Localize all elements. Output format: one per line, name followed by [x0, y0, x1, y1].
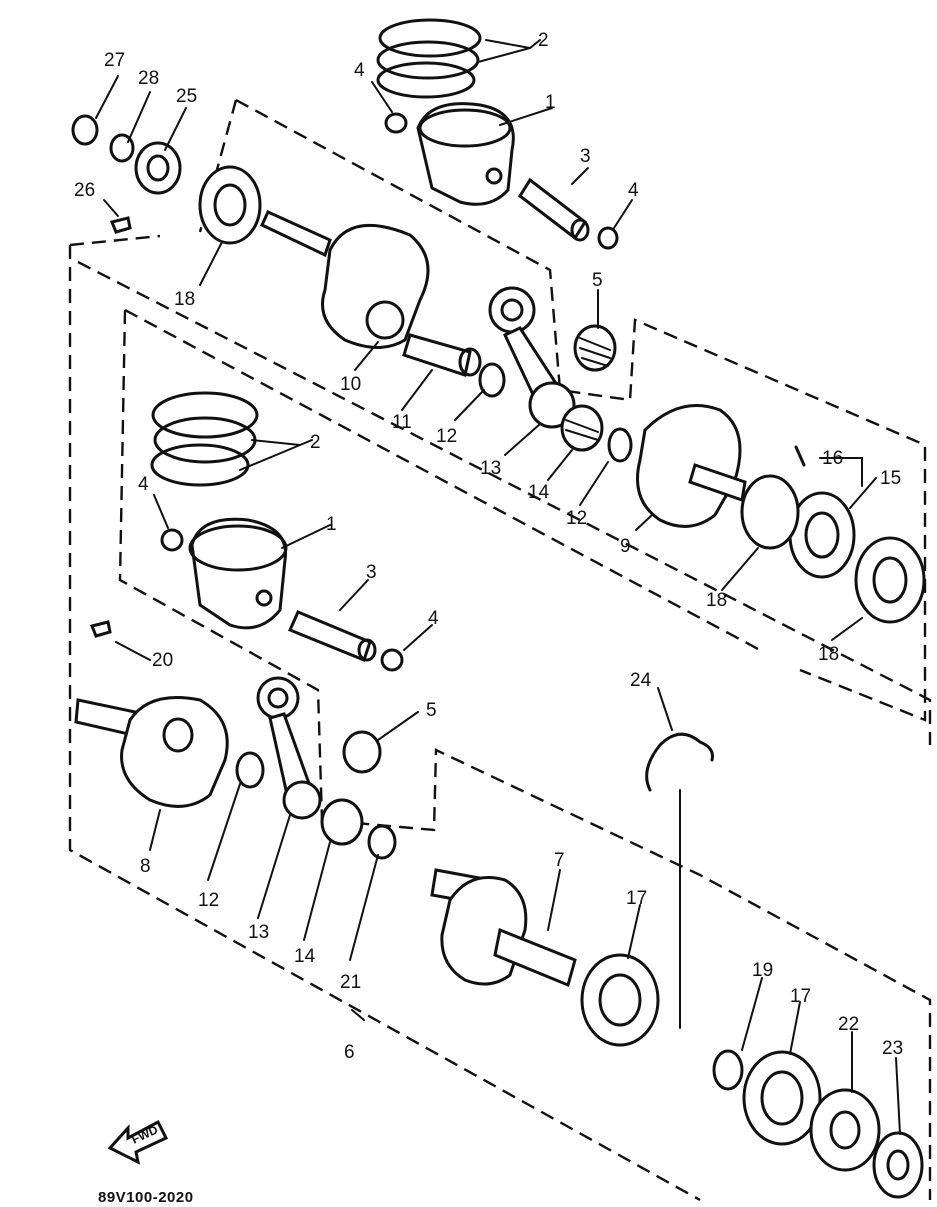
leader-lines: [95, 39, 901, 1135]
assembly-outlines: [68, 98, 932, 1202]
label-7: 7: [554, 850, 565, 871]
connecting-rod-lower: [256, 676, 322, 820]
connecting-rod-upper: [488, 286, 576, 429]
outline-middle-crank: [118, 309, 932, 1200]
label-12-top: 12: [436, 426, 457, 447]
piston-pin-lower: [287, 610, 377, 662]
woodruff-key-26: [109, 216, 132, 234]
bearing-18-right: [854, 536, 926, 624]
crank-pin-upper: [402, 333, 482, 377]
label-2-mid: 2: [310, 432, 321, 453]
callout-labels: 27 28 25 26 18 4 2 1 3 4 5 10 11 12 13 1…: [74, 30, 903, 1206]
label-3-mid: 3: [366, 562, 377, 583]
piston-pin-clip: [597, 226, 619, 250]
piston-rings-upper: [376, 18, 482, 99]
gear-23: [872, 1131, 924, 1199]
bearing-15: [788, 491, 856, 579]
circlip-24: [645, 732, 714, 792]
label-2-top: 2: [538, 30, 549, 51]
label-14-low: 14: [294, 946, 316, 967]
piston-pin-clip: [384, 112, 408, 134]
small-end-bearing-upper: [573, 324, 617, 372]
crank-half-8: [74, 696, 229, 808]
label-6: 6: [344, 1042, 355, 1063]
label-17-left: 17: [626, 888, 647, 909]
shim-19: [712, 1049, 744, 1091]
label-13-low: 13: [248, 922, 269, 943]
label-15: 15: [880, 468, 901, 489]
label-19: 19: [752, 960, 773, 981]
label-1-top: 1: [545, 92, 556, 113]
label-4-top: 4: [354, 60, 365, 81]
bearing-17-right: [742, 1050, 822, 1146]
small-end-bearing-lower: [342, 730, 382, 774]
big-end-bearing-upper: [560, 404, 604, 452]
piston-pin-upper: [518, 177, 590, 242]
piston-lower: [188, 517, 288, 630]
forward-arrow-icon: [107, 1119, 169, 1165]
dowel-pin-16: [794, 445, 806, 467]
bearing-18-middle: [740, 474, 800, 550]
washer-21: [367, 824, 397, 860]
label-8: 8: [140, 856, 151, 877]
thrust-washer: [235, 751, 265, 789]
label-14-top: 14: [528, 482, 550, 503]
label-21: 21: [340, 972, 361, 993]
label-18-mid: 18: [706, 590, 727, 611]
label-4-top-right: 4: [628, 180, 639, 201]
woodruff-key-20: [89, 620, 112, 638]
crank-nut: [71, 114, 99, 146]
bearing-17-left: [580, 953, 660, 1047]
crank-half-10: [260, 210, 430, 349]
label-16: 16: [822, 448, 843, 469]
thrust-washer: [607, 427, 633, 463]
crank-half-9: [636, 404, 747, 528]
label-1-mid: 1: [326, 514, 337, 535]
diagram-code: 89V100-2020: [98, 1189, 194, 1206]
label-3-top: 3: [580, 146, 591, 167]
bearing-18-left: [198, 165, 262, 245]
lock-washer: [109, 133, 135, 163]
piston-upper: [416, 102, 515, 206]
label-9: 9: [620, 536, 631, 557]
label-18-left: 18: [174, 289, 195, 310]
oil-seal-25: [134, 141, 182, 195]
label-12-low: 12: [198, 890, 219, 911]
thrust-washer: [478, 362, 506, 398]
label-18-right: 18: [818, 644, 839, 665]
label-23: 23: [882, 1038, 903, 1059]
label-11: 11: [392, 412, 412, 433]
label-12-mid: 12: [566, 508, 587, 529]
label-17-right: 17: [790, 986, 811, 1007]
label-26: 26: [74, 180, 95, 201]
label-27: 27: [104, 50, 125, 71]
piston-pin-clip: [160, 528, 184, 552]
label-4-mid: 4: [138, 474, 149, 495]
outline-assembly-6: [68, 234, 932, 1202]
label-28: 28: [138, 68, 159, 89]
outline-inner: [124, 308, 761, 652]
label-20: 20: [152, 650, 173, 671]
big-end-bearing-lower: [320, 798, 364, 846]
label-4-mid-right: 4: [428, 608, 439, 629]
label-13-top: 13: [480, 458, 501, 479]
label-5-mid: 5: [426, 700, 437, 721]
label-5-top: 5: [592, 270, 603, 291]
oil-seal-22: [809, 1088, 881, 1172]
piston-rings-lower: [150, 391, 259, 487]
label-24: 24: [630, 670, 652, 691]
label-22: 22: [838, 1014, 859, 1035]
label-10: 10: [340, 374, 361, 395]
piston-pin-clip: [380, 648, 404, 672]
label-25: 25: [176, 86, 197, 107]
crank-half-7: [430, 868, 577, 988]
